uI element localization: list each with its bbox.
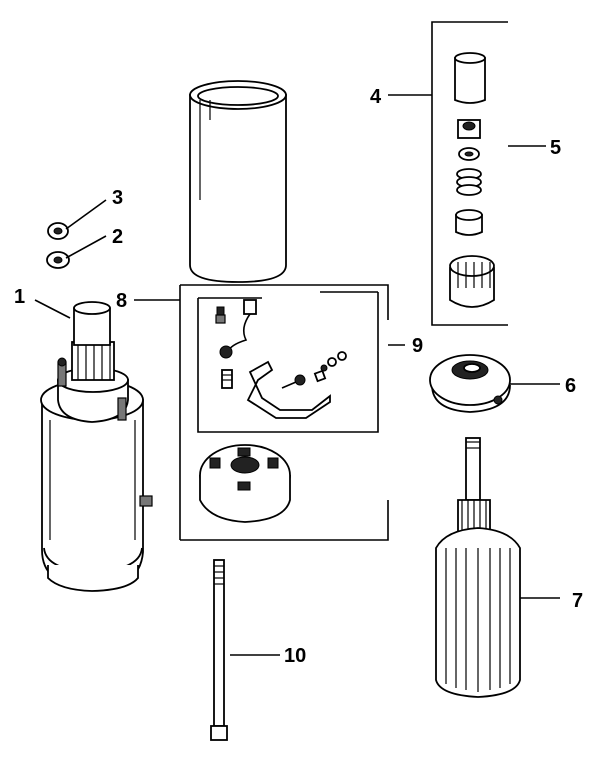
callout-8: 8 — [116, 290, 127, 312]
drive-end-cap — [429, 354, 511, 413]
callout-6: 6 — [565, 375, 576, 397]
starter-motor-assembly — [40, 301, 153, 592]
callout-labels: 1 2 3 4 5 6 7 8 9 10 — [14, 86, 583, 667]
leader-lines — [34, 94, 560, 656]
nut — [46, 251, 70, 269]
callout-4: 4 — [370, 86, 382, 108]
brush-plate-assembly — [179, 284, 389, 541]
callout-10: 10 — [284, 645, 306, 667]
field-frame-housing — [189, 80, 287, 283]
callout-5: 5 — [550, 137, 561, 159]
callout-7: 7 — [572, 590, 583, 612]
callout-3: 3 — [112, 187, 123, 209]
callout-2: 2 — [112, 226, 123, 248]
through-bolt — [210, 559, 228, 741]
drive-kit — [431, 21, 508, 326]
armature — [435, 437, 521, 698]
callout-1: 1 — [14, 286, 25, 308]
callout-9: 9 — [412, 335, 423, 357]
lock-washer — [47, 222, 69, 240]
